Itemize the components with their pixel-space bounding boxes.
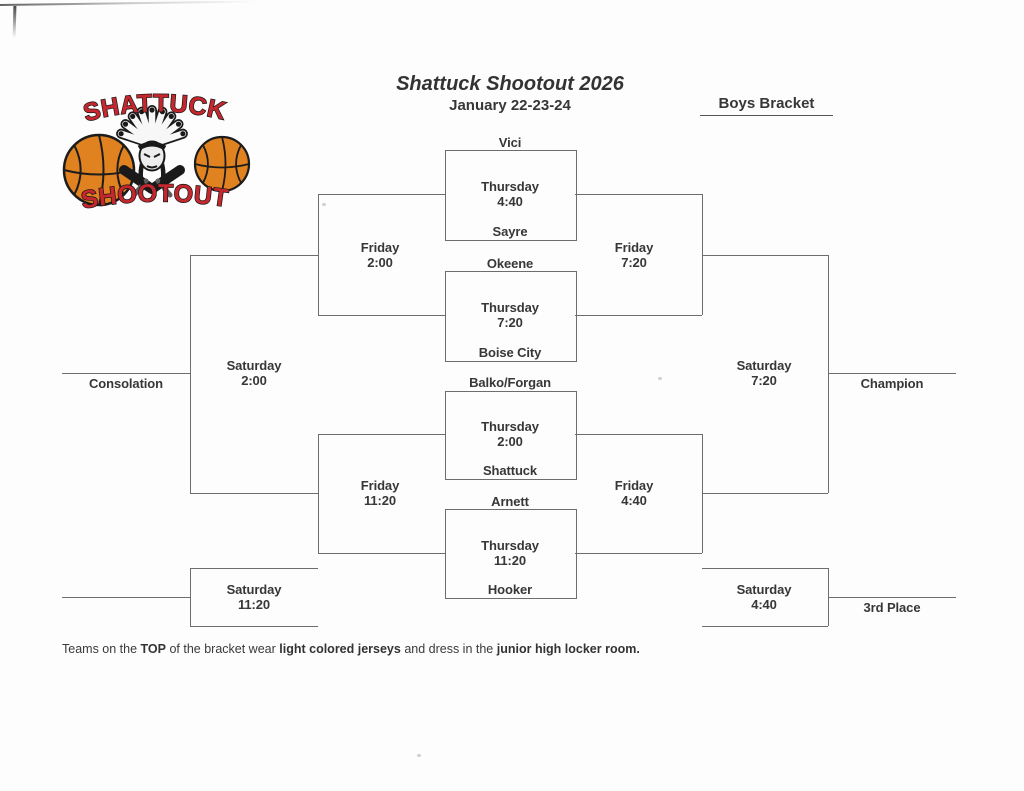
scan-artifact-tick <box>12 5 17 39</box>
bracket-line <box>702 626 828 627</box>
bracket-line <box>318 434 445 435</box>
game-time: 2:00 <box>497 434 523 449</box>
game-time: 7:20 <box>751 373 777 388</box>
consolation-label: Consolation <box>88 376 163 391</box>
bracket-line <box>190 493 318 494</box>
champion-winner-line <box>828 373 956 374</box>
bracket-line <box>62 597 190 598</box>
bracket-line <box>318 194 445 195</box>
game-time: 7:20 <box>497 315 523 330</box>
bracket-line <box>190 626 318 627</box>
third-place-label: 3rd Place <box>863 600 921 615</box>
game-day: Friday <box>614 478 654 493</box>
basketball-right-icon <box>193 135 251 193</box>
bracket-line <box>702 255 828 256</box>
game-time: 11:20 <box>363 493 397 508</box>
scan-artifact-topline <box>0 0 259 6</box>
bracket-line <box>190 255 191 493</box>
shattuck-shootout-logo: SHATTUCK SHOOTOUT <box>62 89 251 215</box>
bracket-line <box>828 255 829 493</box>
game-time: 4:40 <box>621 493 647 508</box>
footnote-bold-jerseys: light colored jerseys <box>279 642 401 656</box>
game-day: Thursday <box>481 419 539 434</box>
team-label-vici: Vici <box>498 135 522 150</box>
winners-semi-bottom-time: Friday 4:40 <box>574 478 694 508</box>
game-time: 2:00 <box>367 255 393 270</box>
bracket-line <box>575 553 702 554</box>
game-box-4 <box>445 509 577 599</box>
headdress-feathers <box>116 105 188 149</box>
bracket-line <box>702 194 703 315</box>
bracket-line <box>190 568 318 569</box>
team-label-hooker: Hooker <box>487 582 533 597</box>
logo-bottom-wordmark: SHOOTOUT <box>79 179 230 214</box>
game-day: Friday <box>614 240 654 255</box>
game-box-3 <box>445 391 577 480</box>
team-label-arnett: Arnett <box>491 494 529 509</box>
consolation-bottom-game-time: Saturday 11:20 <box>194 582 314 612</box>
game-day: Thursday <box>481 300 539 315</box>
bracket-line <box>318 434 319 553</box>
game-box-1 <box>445 150 577 241</box>
game1-time: Thursday 4:40 <box>450 179 570 209</box>
game-day: Thursday <box>481 179 539 194</box>
bracket-line <box>318 194 319 315</box>
footnote-text: of the bracket wear <box>166 642 280 656</box>
bracket-label: Boys Bracket <box>700 95 833 116</box>
consolation-semi-top-time: Friday 2:00 <box>320 240 440 270</box>
footnote-text: and dress in the <box>400 642 497 656</box>
page-title: Shattuck Shootout 2026 <box>396 73 624 95</box>
game-time: 2:00 <box>241 373 267 388</box>
scan-speck <box>322 203 326 206</box>
jersey-footnote: Teams on the TOP of the bracket wear lig… <box>62 642 640 656</box>
bracket-line <box>318 553 445 554</box>
team-label-boise-city: Boise City <box>478 345 542 360</box>
bracket-line <box>575 194 702 195</box>
champion-label: Champion <box>860 376 924 391</box>
championship-time: Saturday 7:20 <box>704 358 824 388</box>
bracket-line <box>190 255 318 256</box>
bracket-line <box>190 568 191 626</box>
game-time: 7:20 <box>621 255 647 270</box>
game-day: Saturday <box>736 582 792 597</box>
game-day: Friday <box>360 240 400 255</box>
footnote-bold-locker-room: junior high locker room. <box>496 642 640 656</box>
bracket-line <box>828 597 956 598</box>
game-day: Friday <box>360 478 400 493</box>
game-time: 4:40 <box>751 597 777 612</box>
consolation-final-time: Saturday 2:00 <box>194 358 314 388</box>
bracket-line <box>702 568 828 569</box>
team-label-balko-forgan: Balko/Forgan <box>469 375 551 390</box>
team-label-okeene: Okeene <box>486 256 534 271</box>
game-day: Saturday <box>736 358 792 373</box>
game2-time: Thursday 7:20 <box>450 300 570 330</box>
bracket-line <box>318 315 445 316</box>
game-box-2 <box>445 271 577 362</box>
event-dates: January 22-23-24 <box>449 97 571 114</box>
footnote-text: Teams on the <box>62 642 141 656</box>
bracket-line <box>702 493 828 494</box>
game3-time: Thursday 2:00 <box>450 419 570 449</box>
game-time: 11:20 <box>237 597 271 612</box>
bracket-line <box>575 434 702 435</box>
game-time: 4:40 <box>497 194 523 209</box>
consolation-semi-bottom-time: Friday 11:20 <box>320 478 440 508</box>
bracket-line <box>575 315 702 316</box>
third-place-game-time: Saturday 4:40 <box>704 582 824 612</box>
scan-speck <box>658 377 662 380</box>
winners-semi-top-time: Friday 7:20 <box>574 240 694 270</box>
chief-mascot <box>119 140 185 198</box>
game-day: Saturday <box>226 358 282 373</box>
team-label-shattuck: Shattuck <box>482 463 538 478</box>
scan-speck <box>417 754 421 757</box>
game-day: Thursday <box>481 538 539 553</box>
consolation-winner-line <box>62 373 190 374</box>
team-label-sayre: Sayre <box>492 224 528 239</box>
game4-time: Thursday 11:20 <box>450 538 570 568</box>
game-day: Saturday <box>226 582 282 597</box>
game-time: 11:20 <box>493 553 527 568</box>
footnote-bold-top: TOP <box>140 642 166 656</box>
